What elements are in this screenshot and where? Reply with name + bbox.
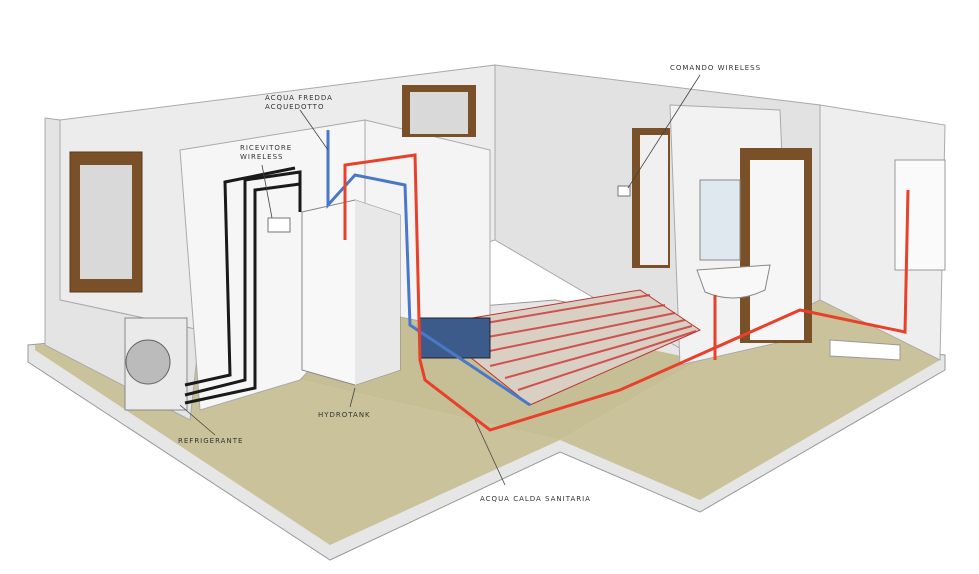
shower-tray — [829, 339, 901, 361]
shower-panel — [894, 159, 946, 271]
sink — [696, 264, 771, 299]
hot-water-pipe — [343, 153, 910, 432]
label-cold-water-line1: ACQUA FREDDA — [265, 94, 333, 102]
label-hydrotank: HYDROTANK — [318, 411, 371, 419]
refrigerant-pipe-2 — [184, 182, 301, 405]
label-receiver-line1: RICEVITORE — [240, 144, 293, 152]
label-wireless-control: COMANDO WIRELESS — [670, 64, 762, 72]
label-hot-water: ACQUA CALDA SANITARIA — [480, 495, 591, 503]
wireless-control — [617, 185, 631, 197]
cold-water-pipe — [326, 130, 531, 407]
label-cold-water-line2: ACQUEDOTTO — [265, 103, 325, 111]
label-refrigerant: REFRIGERANTE — [178, 437, 244, 445]
refrigerant-pipe-outer — [184, 166, 296, 387]
mirror — [699, 179, 741, 261]
label-cold-water: ACQUA FREDDA ACQUEDOTTO — [265, 94, 333, 112]
label-receiver-line2: WIRELESS — [240, 153, 284, 161]
wireless-receiver — [267, 217, 291, 233]
label-receiver: RICEVITORE WIRELESS — [240, 144, 292, 162]
